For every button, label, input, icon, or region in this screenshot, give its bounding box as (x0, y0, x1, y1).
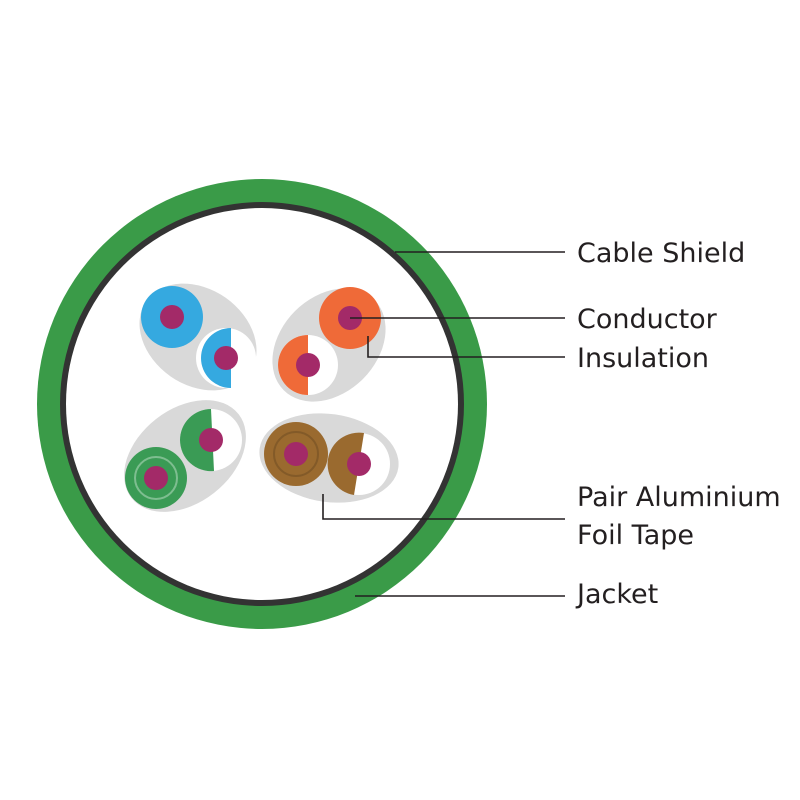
twisted-pair-brown (259, 413, 399, 503)
label-insulation: Insulation (577, 343, 709, 374)
cable-core (66, 208, 458, 600)
conductor-striped-blue (214, 346, 238, 370)
twisted-pair-orange (272, 287, 386, 402)
conductor-striped-brown (347, 452, 371, 476)
conductor-solid-green (144, 466, 168, 490)
leader-lines (322, 251, 565, 597)
twisted-pair-blue (139, 283, 257, 391)
label-jacket: Jacket (575, 579, 658, 610)
insulation-stripe-color-orange (278, 335, 308, 395)
twisted-pair-green (124, 400, 246, 512)
callout-labels: Cable Shield Conductor Insulation Pair A… (575, 238, 781, 610)
conductor-solid-blue (160, 305, 184, 329)
conductor-striped-orange (296, 353, 320, 377)
insulation-stripe-color-brown (327, 432, 364, 495)
conductor-solid-brown (284, 442, 308, 466)
insulation-stripe-color-green (179, 409, 214, 472)
label-conductor: Conductor (577, 304, 718, 335)
label-foil-tape-line-1: Pair Aluminium (577, 482, 781, 513)
conductor-striped-green (199, 428, 223, 452)
label-cable-shield: Cable Shield (577, 238, 745, 269)
label-foil-tape-line-2: Foil Tape (577, 520, 694, 551)
leader-line-foil-tape (322, 494, 565, 520)
leader-line-insulation (367, 336, 565, 358)
